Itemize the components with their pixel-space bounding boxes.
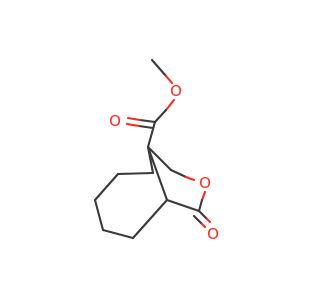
ring-oxygen-label: O xyxy=(199,174,211,192)
bond-methyl-o-red xyxy=(164,74,174,85)
bond-methyl-o xyxy=(150,58,168,78)
bond-co-double-2 xyxy=(137,124,155,130)
bond-lactonec-lowerbridgehead xyxy=(165,198,201,213)
lactone-carbonyl-oxygen-label: O xyxy=(207,225,219,243)
bond-rightc-ringo xyxy=(169,168,188,179)
bond-o-carbonylc-red xyxy=(164,98,176,112)
bond-ring-4 xyxy=(101,228,135,240)
bond-ring-2 xyxy=(93,172,120,202)
bond-co-double-1 xyxy=(138,118,157,124)
bond-carbonylc-bridge xyxy=(146,120,157,149)
bond-bridge-rightc xyxy=(146,145,173,172)
bond-lactone-double-2-red xyxy=(200,222,207,229)
bond-lactone-double-2 xyxy=(192,214,204,226)
ester-carbonyl-oxygen-label: O xyxy=(109,112,121,130)
molecule-diagram: O O O O xyxy=(93,58,219,243)
bond-co-double-1-red xyxy=(126,116,142,122)
bond-ring-1 xyxy=(116,171,155,176)
bond-lactone-double-1-red xyxy=(205,217,212,224)
bond-ring-3 xyxy=(93,198,105,232)
bond-o-carbonylc xyxy=(153,108,168,124)
structure-canvas: O O O O xyxy=(93,58,219,243)
bond-lowerbridgehead-bridge xyxy=(146,145,169,202)
bond-ringo-lactonec xyxy=(197,198,204,213)
bond-rightc-ringo-red xyxy=(184,175,196,182)
bond-ringo-lactonec-red xyxy=(200,190,207,202)
bond-ring-5 xyxy=(131,198,169,240)
bond-co-double-2-red xyxy=(125,122,141,128)
ester-ether-oxygen-label: O xyxy=(170,82,182,100)
bond-lactone-double-1 xyxy=(197,209,209,221)
